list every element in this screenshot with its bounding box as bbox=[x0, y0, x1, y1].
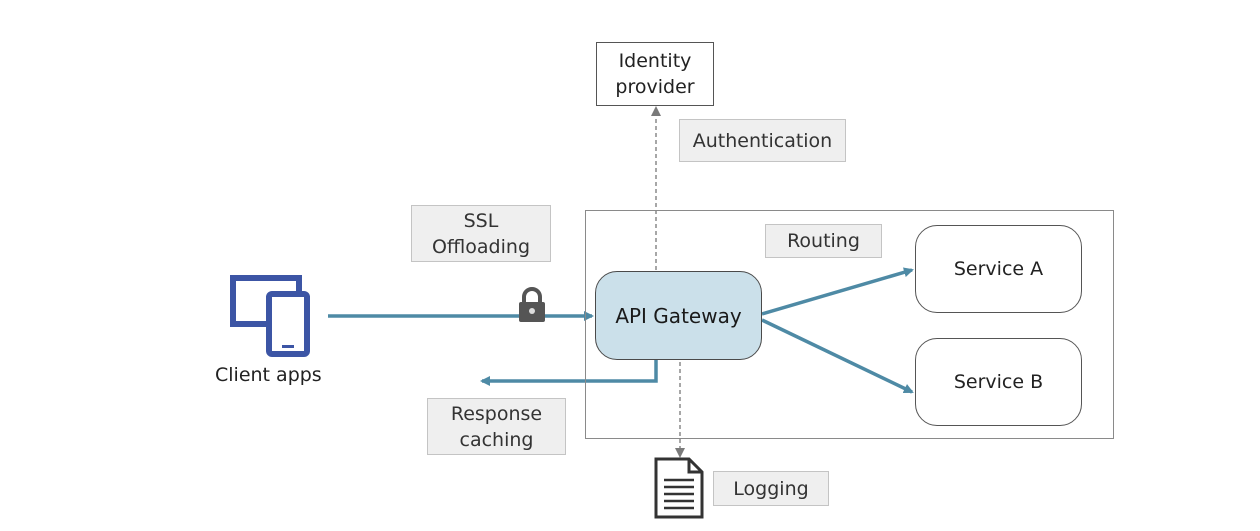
service-b-label: Service B bbox=[953, 371, 1044, 393]
gateway-to-service-a-arrow bbox=[761, 267, 914, 316]
client-apps-label: Client apps bbox=[215, 364, 322, 386]
response-caching-label: Response caching bbox=[450, 402, 543, 451]
devices-icon bbox=[230, 275, 310, 357]
routing-label: Routing bbox=[787, 230, 860, 252]
ssl-offloading-label-box: SSL Offloading bbox=[411, 205, 551, 262]
logging-label-box: Logging bbox=[713, 471, 829, 506]
service-a-node: Service A bbox=[915, 225, 1082, 313]
routing-label-box: Routing bbox=[765, 224, 882, 258]
logging-label: Logging bbox=[733, 477, 809, 500]
service-b-node: Service B bbox=[915, 338, 1082, 426]
identity-provider-node: Identity provider bbox=[596, 42, 714, 106]
response-caching-arrow bbox=[480, 360, 658, 386]
authentication-label-box: Authentication bbox=[679, 119, 846, 162]
response-caching-label-box: Response caching bbox=[427, 398, 566, 455]
gateway-boundary bbox=[585, 210, 1114, 439]
api-gateway-node: API Gateway bbox=[595, 271, 762, 360]
authentication-label: Authentication bbox=[692, 129, 833, 152]
lock-icon bbox=[519, 287, 545, 322]
identity-provider-label: Identity provider bbox=[615, 50, 695, 98]
gateway-to-service-b-arrow bbox=[761, 318, 914, 394]
api-gateway-label: API Gateway bbox=[615, 303, 742, 328]
service-a-label: Service A bbox=[953, 258, 1044, 280]
ssl-offloading-label: SSL Offloading bbox=[431, 209, 531, 258]
document-icon bbox=[654, 457, 704, 519]
